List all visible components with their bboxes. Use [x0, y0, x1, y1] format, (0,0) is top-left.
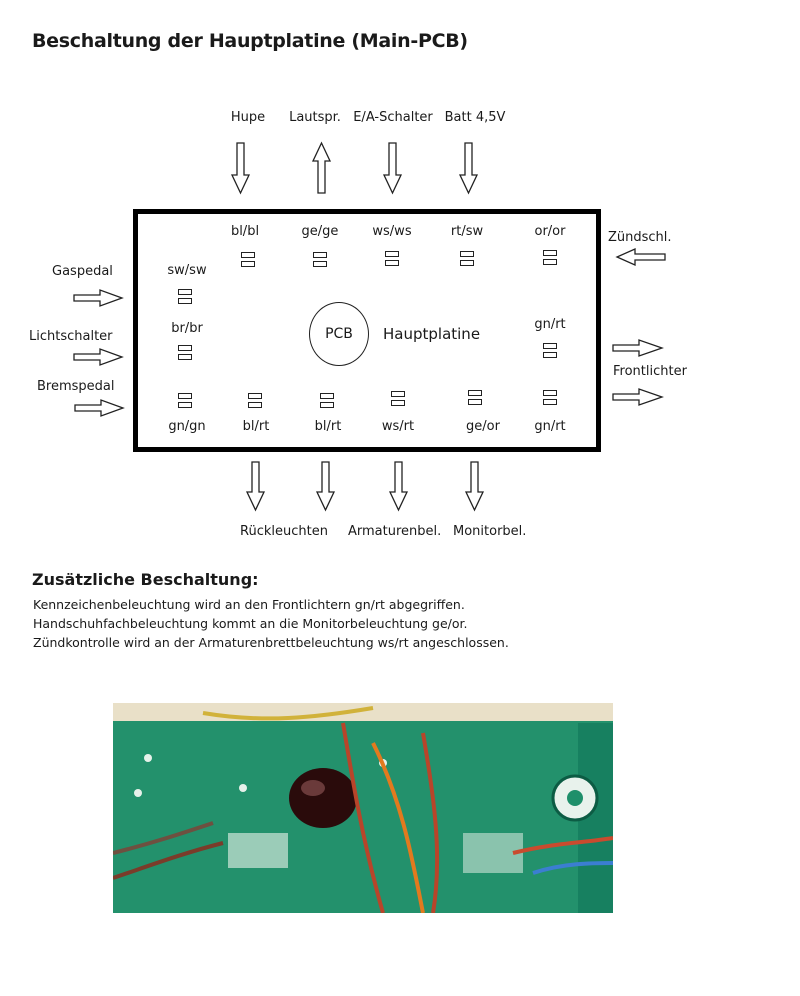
connector-pad	[178, 345, 192, 362]
arrow-right-icon	[74, 399, 125, 417]
arrow-right-icon	[612, 388, 664, 406]
connector-pad	[320, 393, 334, 410]
connector-pad	[313, 252, 327, 269]
arrow-right-icon	[73, 289, 124, 307]
connector-label: ws/ws	[372, 224, 412, 239]
pcb-circle: PCB	[309, 302, 369, 366]
connector-label: gn/rt	[534, 419, 566, 434]
label-batterie: Batt 4,5V	[444, 110, 506, 125]
pcb-circle-label: PCB	[325, 326, 353, 342]
connector-pad	[178, 289, 192, 306]
connector-label: ws/rt	[381, 419, 415, 434]
connector-label: bl/rt	[242, 419, 270, 434]
arrow-down-icon	[230, 142, 251, 195]
pcb-photo-illustration	[113, 703, 613, 913]
connector-label: gn/gn	[168, 419, 206, 434]
label-gaspedal: Gaspedal	[52, 264, 113, 279]
connector-pad	[543, 250, 557, 267]
additional-heading: Zusätzliche Beschaltung:	[32, 570, 259, 589]
connector-label: sw/sw	[167, 263, 207, 278]
label-frontlichter: Frontlichter	[613, 364, 687, 379]
label-zuendschloss: Zündschl.	[608, 230, 672, 245]
note-line: Zündkontrolle wird an der Armaturenbrett…	[33, 635, 509, 650]
connector-label: bl/rt	[314, 419, 342, 434]
board-name: Hauptplatine	[383, 325, 481, 343]
arrow-down-icon	[458, 142, 479, 195]
connector-label: ge/or	[466, 419, 500, 434]
note-line: Kennzeichenbeleuchtung wird an den Front…	[33, 597, 465, 612]
arrow-down-icon	[315, 461, 336, 512]
arrow-down-icon	[382, 142, 403, 195]
connector-pad	[468, 390, 482, 407]
label-lichtschalter: Lichtschalter	[29, 329, 113, 344]
connector-label: gn/rt	[534, 317, 566, 332]
connector-pad	[460, 251, 474, 268]
main-pcb-board	[133, 209, 601, 452]
arrow-down-icon	[245, 461, 266, 512]
label-lautsprecher: Lautspr.	[289, 110, 341, 125]
arrow-right-icon	[612, 339, 664, 357]
label-rueckleuchten: Rückleuchten	[240, 524, 328, 539]
connector-pad	[248, 393, 262, 410]
label-armaturenbel: Armaturenbel.	[348, 524, 442, 539]
label-monitorbel: Monitorbel.	[453, 524, 527, 539]
connector-label: or/or	[534, 224, 566, 239]
arrow-up-icon	[311, 141, 332, 194]
label-ea-schalter: E/A-Schalter	[353, 110, 433, 125]
connector-label: ge/ge	[301, 224, 339, 239]
connector-pad	[391, 391, 405, 408]
connector-pad	[241, 252, 255, 269]
connector-label: rt/sw	[450, 224, 484, 239]
label-hupe: Hupe	[230, 110, 266, 125]
pcb-photo	[113, 703, 613, 913]
arrow-right-icon	[73, 348, 124, 366]
page-title: Beschaltung der Hauptplatine (Main-PCB)	[32, 30, 468, 52]
connector-label: bl/bl	[230, 224, 260, 239]
connector-pad	[543, 343, 557, 360]
connector-pad	[543, 390, 557, 407]
connector-label: br/br	[171, 321, 203, 336]
arrow-down-icon	[464, 461, 485, 512]
note-line: Handschuhfachbeleuchtung kommt an die Mo…	[33, 616, 468, 631]
arrow-down-icon	[388, 461, 409, 512]
label-bremspedal: Bremspedal	[37, 379, 115, 394]
connector-pad	[178, 393, 192, 410]
arrow-left-icon	[615, 247, 666, 267]
connector-pad	[385, 251, 399, 268]
